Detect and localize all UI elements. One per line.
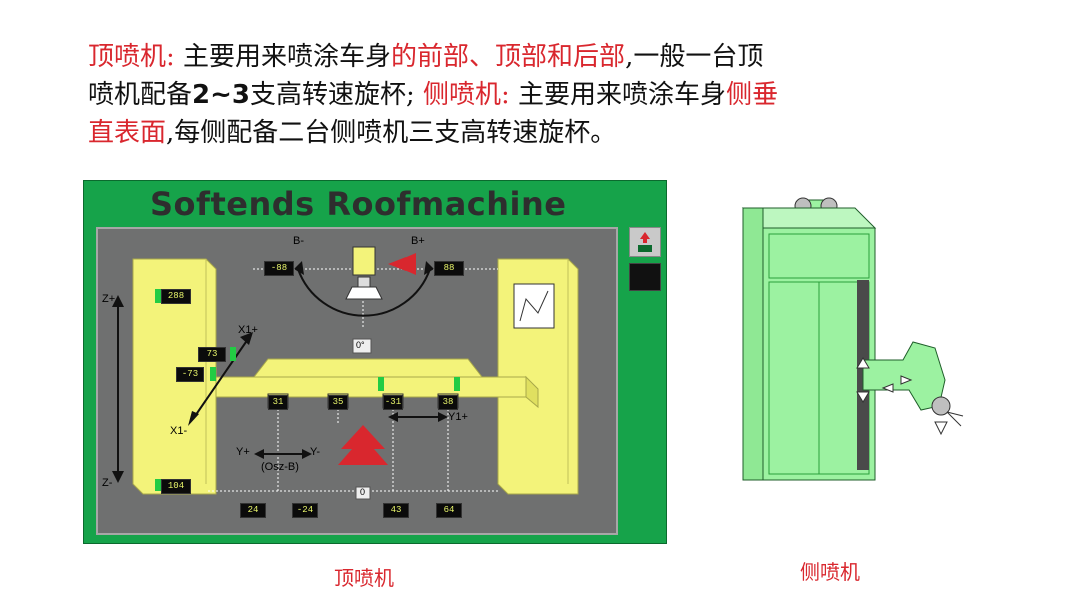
value-y-right-2: 64 <box>436 503 462 518</box>
description-paragraph: 顶喷机: 主要用来喷涂车身的前部、顶部和后部,一般一台顶 喷机配备2~3支高转速… <box>88 38 988 152</box>
text-segment: 喷机配备 <box>88 80 193 110</box>
highlight-front-top-rear: 的前部、顶部和后部 <box>391 42 626 72</box>
value-center: 0° <box>356 340 365 350</box>
label-y1-plus: Y1+ <box>448 411 468 423</box>
label-b-plus: B+ <box>411 235 425 247</box>
text-segment: ,一般一台顶 <box>625 42 764 72</box>
label-x1-plus: X1+ <box>238 324 258 336</box>
text-segment: 支高转速旋杯; <box>249 80 415 110</box>
value-x1-mid: -73 <box>176 367 204 382</box>
value-bell-4: 38 <box>438 395 458 410</box>
machine-panel: B- B+ Z+ Z- X1+ X1- Y1+ Y+ Y- (Osz-B) -8… <box>96 227 618 535</box>
value-bell-2: 35 <box>328 395 348 410</box>
side-machine-illustration <box>741 197 964 481</box>
term-roof-machine: 顶喷机: <box>88 42 175 72</box>
label-x1-minus: X1- <box>170 425 188 437</box>
up-arrow-button[interactable] <box>629 227 661 257</box>
roof-machine-hmi: Softends Roofmachine <box>83 180 667 544</box>
value-y-left-2: -24 <box>292 503 318 518</box>
up-arrow-icon <box>638 232 652 252</box>
caption-side-machine: 侧喷机 <box>800 560 860 584</box>
value-bottom-center: 0 <box>360 487 366 497</box>
bell-count: 2~3 <box>192 80 250 110</box>
text-segment: 主要用来喷涂车身 <box>518 80 727 110</box>
label-oscillation: (Osz-B) <box>261 461 299 473</box>
value-z-bottom: 104 <box>161 479 191 494</box>
paragraph-line-2: 喷机配备2~3支高转速旋杯; 侧喷机: 主要用来喷涂车身侧垂 <box>88 76 988 114</box>
paragraph-line-1: 顶喷机: 主要用来喷涂车身的前部、顶部和后部,一般一台顶 <box>88 38 988 76</box>
value-b-right: 88 <box>434 261 464 276</box>
label-z-minus: Z- <box>102 477 113 489</box>
label-z-plus: Z+ <box>102 293 116 305</box>
highlight-side-vertical-1: 侧垂 <box>726 80 779 110</box>
value-bell-1: 31 <box>268 395 288 410</box>
value-y-right-1: 43 <box>383 503 409 518</box>
value-x1-top: 73 <box>198 347 226 362</box>
highlight-side-vertical-2: 直表面 <box>88 118 167 148</box>
term-side-machine: 侧喷机: <box>423 80 510 110</box>
value-z-top: 288 <box>161 289 191 304</box>
hmi-title: Softends Roofmachine <box>150 185 567 223</box>
label-b-minus: B- <box>293 235 304 247</box>
label-y-plus: Y+ <box>236 446 250 458</box>
text-segment: 主要用来喷涂车身 <box>183 42 392 72</box>
label-y-minus: Y- <box>310 446 320 458</box>
paragraph-line-3: 直表面,每侧配备二台侧喷机三支高转速旋杯。 <box>88 114 988 152</box>
caption-roof-machine: 顶喷机 <box>334 566 394 590</box>
value-bell-3: -31 <box>383 395 403 410</box>
status-display <box>629 263 661 291</box>
machine-drawing <box>112 246 579 500</box>
text-segment: ,每侧配备二台侧喷机三支高转速旋杯。 <box>166 118 617 148</box>
value-b-left: -88 <box>264 261 294 276</box>
value-y-left-1: 24 <box>240 503 266 518</box>
